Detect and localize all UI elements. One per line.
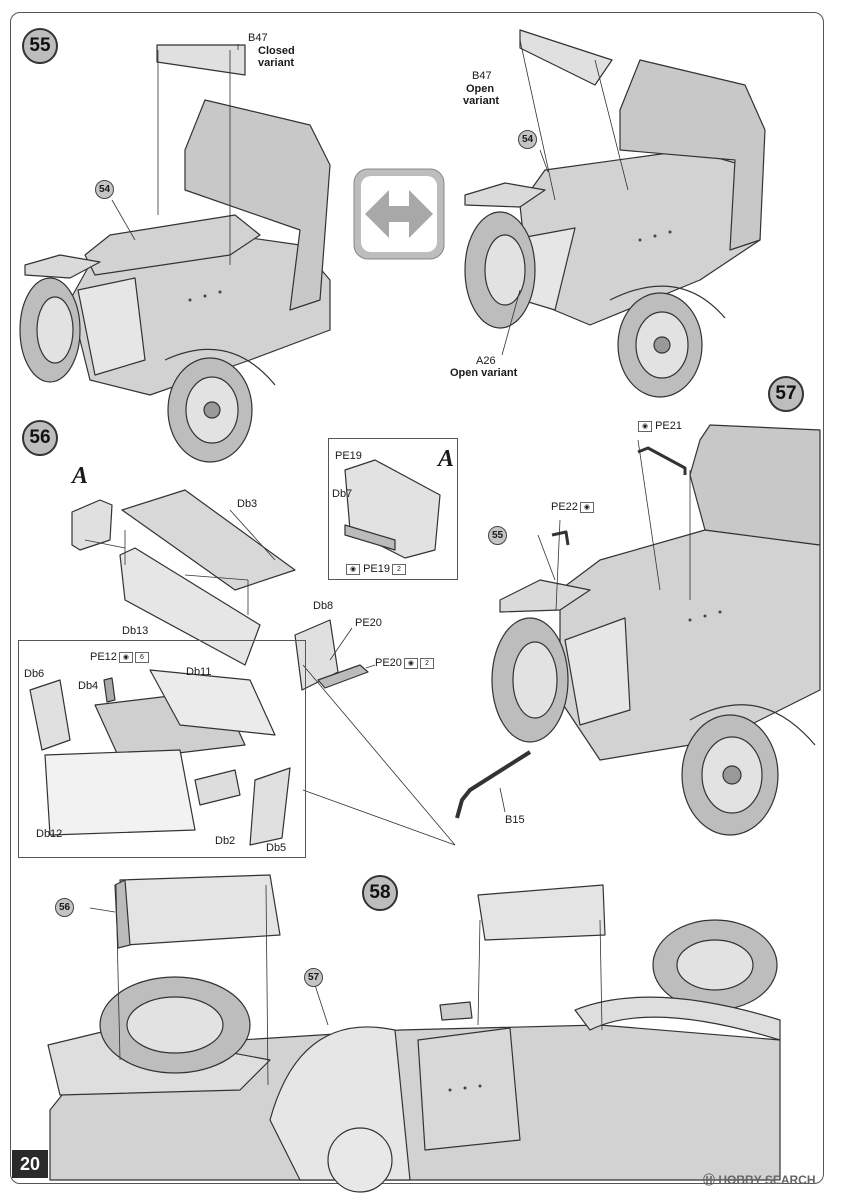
part-label-pe19: PE19 xyxy=(335,450,362,462)
part-label-pe20: PE20 xyxy=(375,657,402,669)
photo-etch-icon: ◉ xyxy=(403,657,418,669)
quantity-icon: 6 xyxy=(134,651,149,663)
vehicle-closed-variant xyxy=(19,44,331,463)
part-label-db3: Db3 xyxy=(237,498,258,510)
quantity-icon: 2 xyxy=(419,657,434,669)
part-label-db8: Db8 xyxy=(313,600,334,612)
part-label-a26: A26 xyxy=(476,355,496,367)
step-57-badge: 57 xyxy=(768,376,804,412)
part-label-b47: B47 xyxy=(472,70,492,82)
guide-lines xyxy=(84,39,691,1086)
part-label-pe19: PE19 xyxy=(363,563,390,575)
part-label-db13: Db13 xyxy=(122,625,149,637)
watermark-label: HOBBY SEARCH xyxy=(718,1173,816,1187)
photo-etch-icon: ◉ xyxy=(638,420,652,432)
part-label-pe22: PE22 xyxy=(551,501,578,513)
photo-etch-icon: ◉ xyxy=(346,563,360,575)
vehicle-step58 xyxy=(47,874,781,1193)
subassembly-a-marker: A xyxy=(438,446,455,472)
step-55-badge: 55 xyxy=(22,28,58,64)
variant-label: variant xyxy=(258,57,295,69)
part-label-pe22-photo: PE22◉ xyxy=(551,501,594,513)
part-label-db4: Db4 xyxy=(78,680,99,692)
closed-label: Closed xyxy=(258,45,295,57)
part-label-db7: Db7 xyxy=(332,488,353,500)
variant-label: variant xyxy=(463,95,500,107)
part-label-db2: Db2 xyxy=(215,835,236,847)
open-variant-label: Open variant xyxy=(450,367,518,379)
toolbox-parts xyxy=(71,459,441,691)
step-58-badge: 58 xyxy=(362,875,398,911)
alternative-swap-icon xyxy=(353,168,445,260)
subassembly-a-marker: A xyxy=(72,463,89,489)
part-label-db12: Db12 xyxy=(36,828,63,840)
page-border xyxy=(10,12,824,1184)
watermark-icon: Ⓗ xyxy=(703,1173,716,1187)
photo-etch-icon: ◉ xyxy=(118,651,133,663)
part-label-pe21: PE21 xyxy=(655,420,682,432)
page-number: 20 xyxy=(12,1150,48,1178)
ref-step-56: 56 xyxy=(55,898,74,917)
toolbox-detail-box xyxy=(18,640,306,858)
ref-step-54: 54 xyxy=(518,130,537,149)
watermark-text: Ⓗ HOBBY SEARCH xyxy=(703,1171,815,1188)
photo-etch-icon: ◉ xyxy=(579,501,594,513)
toolbox-exploded xyxy=(29,669,291,846)
ref-step-55: 55 xyxy=(488,526,507,545)
part-label-b47: B47 xyxy=(248,32,268,44)
ref-step-57: 57 xyxy=(304,968,323,987)
ref-step-54: 54 xyxy=(95,180,114,199)
part-label-pe12: PE12 xyxy=(90,651,117,663)
part-label-pe12-photo: PE12◉6 xyxy=(90,651,149,663)
part-label-pe20: PE20 xyxy=(355,617,382,629)
open-label: Open xyxy=(466,83,495,95)
part-label-pe20-photo: PE20◉2 xyxy=(375,657,434,669)
rivet-dots xyxy=(188,230,722,1092)
quantity-icon: 2 xyxy=(391,563,406,575)
detail-a-box xyxy=(328,438,458,580)
part-label-db5: Db5 xyxy=(266,842,287,854)
vehicle-open-variant xyxy=(464,29,766,398)
part-label-db6: Db6 xyxy=(24,668,45,680)
part-label-b15: B15 xyxy=(505,814,525,826)
vehicle-step57 xyxy=(455,424,821,836)
step-56-badge: 56 xyxy=(22,420,58,456)
part-label-db11: Db11 xyxy=(186,666,212,678)
part-label-pe21-photo: ◉ PE21 xyxy=(636,420,682,432)
